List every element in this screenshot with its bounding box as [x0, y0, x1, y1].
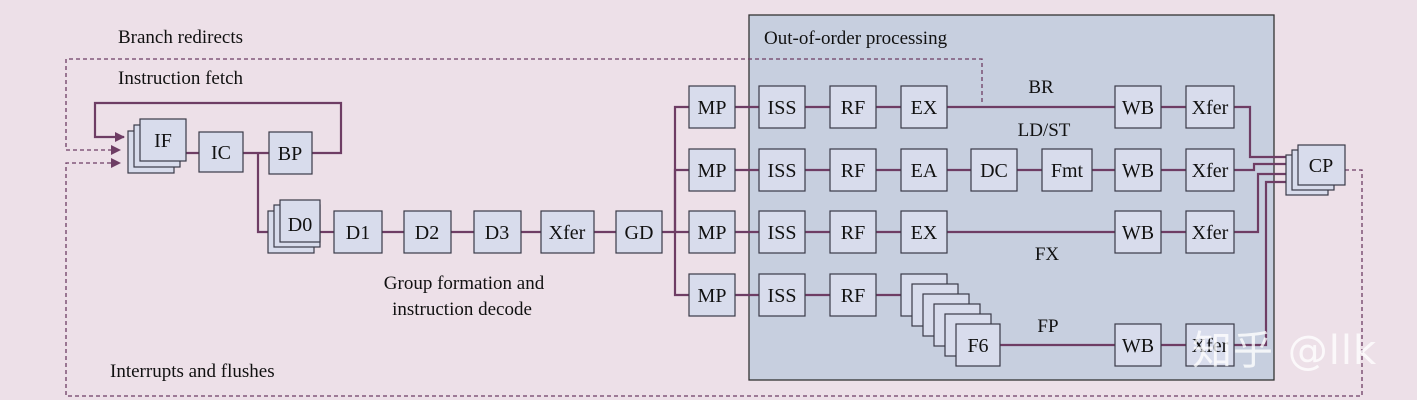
- stage-wb-fp: WB: [1114, 323, 1162, 367]
- stage-cp: CP: [1285, 144, 1346, 196]
- stage-xfer-fp: Xfer: [1185, 323, 1235, 367]
- stage-fmt-label: Fmt: [1051, 160, 1084, 182]
- stage-iss-label: ISS: [768, 97, 797, 119]
- ooo-label: Out-of-order processing: [764, 28, 948, 49]
- wire: [1234, 172, 1290, 234]
- group-formation-label: Group formation and: [384, 273, 545, 294]
- stage-xfer-decode-label: Xfer: [549, 222, 586, 244]
- stage-mp-label: MP: [698, 285, 727, 307]
- stage-iss-label: ISS: [768, 285, 797, 307]
- stage-wb-label: WB: [1122, 97, 1154, 119]
- stage-xfer-label: Xfer: [1192, 97, 1229, 119]
- stage-mp-label: MP: [698, 160, 727, 182]
- stage-mp-ldst: MP: [688, 148, 736, 192]
- stage-mp-fx: MP: [688, 210, 736, 254]
- stage-xfer-ldst: Xfer: [1185, 148, 1235, 192]
- pipe-label-fp: FP: [1037, 316, 1058, 337]
- branch-redirects-label: Branch redirects: [118, 27, 243, 48]
- interrupts-flushes-label: Interrupts and flushes: [110, 361, 275, 382]
- watermark: 知乎 @llk: [1192, 328, 1378, 374]
- stage-wb-label: WB: [1122, 335, 1154, 357]
- stage-xfer-fx: Xfer: [1185, 210, 1235, 254]
- stage-wb-fx: WB: [1114, 210, 1162, 254]
- pipe-label-ldst: LD/ST: [1018, 120, 1071, 141]
- stage-fp-stack: F6: [900, 273, 1001, 367]
- stage-iss-br: ISS: [758, 85, 806, 129]
- instruction-fetch-label: Instruction fetch: [118, 68, 244, 89]
- fetch-loop-wire: [93, 101, 343, 155]
- stage-d0-label: D0: [288, 214, 312, 236]
- stage-gd-label: GD: [625, 222, 654, 244]
- pipe-label-fx: FX: [1035, 244, 1060, 265]
- stage-bp-label: BP: [278, 143, 302, 165]
- stage-rf-fp: RF: [829, 273, 877, 317]
- stage-if-label: IF: [154, 130, 172, 152]
- stage-d3: D3: [473, 210, 522, 254]
- stage-if: IF: [127, 118, 187, 174]
- stage-xfer-label: Xfer: [1192, 335, 1229, 357]
- stage-fmt: Fmt: [1041, 148, 1093, 192]
- wire: [673, 168, 689, 232]
- stage-ex-label: EX: [911, 97, 938, 119]
- stage-xfer-br: Xfer: [1185, 85, 1235, 129]
- stage-xfer-decode: Xfer: [540, 210, 595, 254]
- interrupt-flush-path: [65, 158, 1363, 397]
- branch-redirect-path: [65, 58, 983, 155]
- stage-rf-label: RF: [841, 222, 865, 244]
- stage-ic: IC: [198, 131, 244, 173]
- wire: [673, 232, 689, 297]
- stage-iss-label: ISS: [768, 160, 797, 182]
- stage-iss-label: ISS: [768, 222, 797, 244]
- stage-iss-ldst: ISS: [758, 148, 806, 192]
- stage-rf-label: RF: [841, 97, 865, 119]
- stage-iss-fp: ISS: [758, 273, 806, 317]
- stage-bp: BP: [268, 131, 313, 175]
- wire: [1234, 162, 1290, 172]
- stage-dc-label: DC: [980, 160, 1008, 182]
- stage-ex-label: EX: [911, 222, 938, 244]
- stage-wb-br: WB: [1114, 85, 1162, 129]
- stage-ex-br: EX: [900, 85, 948, 129]
- stage-dc: DC: [970, 148, 1018, 192]
- stage-d0: D0: [267, 199, 321, 254]
- stage-rf-br: RF: [829, 85, 877, 129]
- stage-ea: EA: [900, 148, 948, 192]
- stage-d2: D2: [403, 210, 452, 254]
- stage-d1-label: D1: [346, 222, 370, 244]
- stage-iss-fx: ISS: [758, 210, 806, 254]
- pipe-label-br: BR: [1028, 77, 1054, 98]
- stage-wb-label: WB: [1122, 222, 1154, 244]
- stage-mp-fp: MP: [688, 273, 736, 317]
- stage-xfer-label: Xfer: [1192, 222, 1229, 244]
- stage-rf-label: RF: [841, 160, 865, 182]
- stage-ic-label: IC: [211, 142, 231, 164]
- instruction-decode-label: instruction decode: [392, 299, 532, 320]
- wire: [1234, 105, 1290, 159]
- stage-ea-label: EA: [911, 160, 938, 182]
- stage-mp-br: MP: [688, 85, 736, 129]
- stage-d2-label: D2: [415, 222, 439, 244]
- ooo-panel: [748, 14, 1275, 381]
- stage-d1: D1: [333, 210, 383, 254]
- stage-rf-label: RF: [841, 285, 865, 307]
- stage-cp-label: CP: [1309, 155, 1333, 177]
- stage-gd: GD: [615, 210, 663, 254]
- wire: [1234, 180, 1290, 347]
- stage-wb-label: WB: [1122, 160, 1154, 182]
- stage-f6-label: F6: [967, 335, 988, 357]
- stage-rf-fx: RF: [829, 210, 877, 254]
- stage-wb-ldst: WB: [1114, 148, 1162, 192]
- stage-mp-label: MP: [698, 222, 727, 244]
- stage-mp-label: MP: [698, 97, 727, 119]
- stage-xfer-label: Xfer: [1192, 160, 1229, 182]
- stage-rf-ldst: RF: [829, 148, 877, 192]
- stage-d3-label: D3: [485, 222, 509, 244]
- stage-ex-fx: EX: [900, 210, 948, 254]
